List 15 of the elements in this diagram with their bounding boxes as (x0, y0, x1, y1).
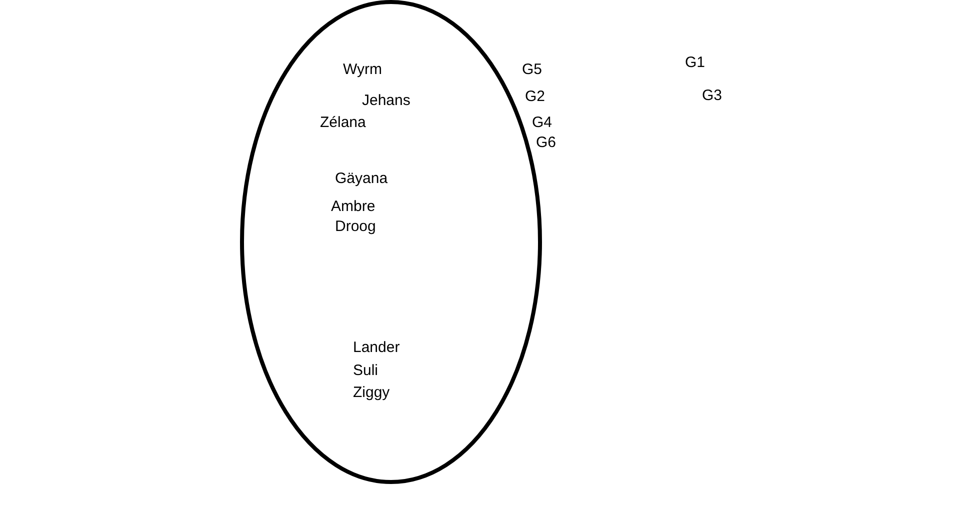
group-label: G3 (702, 87, 722, 105)
member-name: Lander (353, 339, 400, 357)
group-label: G4 (532, 114, 552, 132)
member-name: Gäyana (335, 170, 388, 188)
group-label: G6 (536, 134, 556, 152)
member-name: Wyrm (343, 61, 382, 79)
member-name: Ambre (331, 198, 376, 216)
group-label: G5 (522, 61, 542, 79)
member-name: Suli (353, 362, 378, 380)
group-label: G1 (685, 54, 706, 72)
member-name: Ziggy (353, 384, 390, 402)
member-name: Droog (335, 218, 376, 236)
member-name: Zélana (320, 114, 366, 132)
group-label: G2 (525, 88, 546, 106)
member-name: Jehans (362, 92, 410, 110)
